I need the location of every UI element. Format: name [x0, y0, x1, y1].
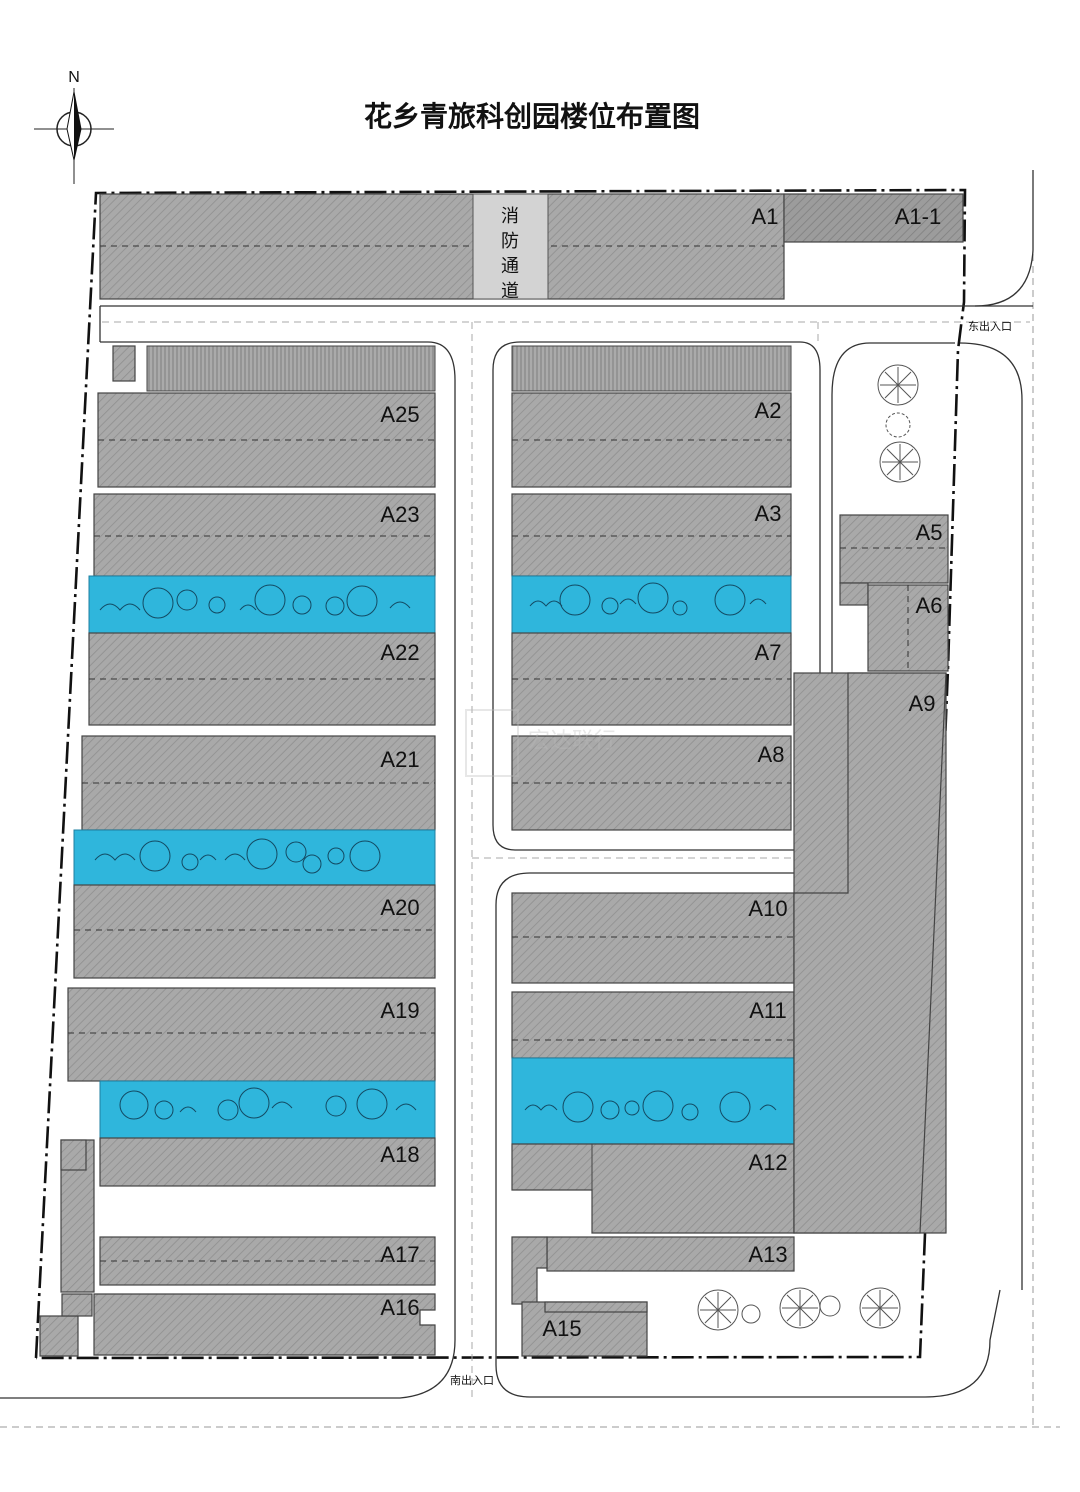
annex-a15-top [544, 1301, 648, 1313]
label-a15: A15 [542, 1316, 581, 1341]
building-a7[interactable] [511, 632, 792, 726]
annex-striped-top-left [146, 345, 436, 392]
label-a10: A10 [748, 896, 787, 921]
label-a7: A7 [755, 640, 782, 665]
label-a5: A5 [916, 520, 943, 545]
fire-lane [472, 193, 549, 300]
label-a13: A13 [748, 1242, 787, 1267]
building-a23[interactable] [93, 493, 436, 577]
fire-lane-char-3: 通 [501, 256, 519, 277]
label-a18: A18 [380, 1142, 419, 1167]
canal-left-1 [88, 575, 436, 634]
annex-bottom-left [39, 1315, 79, 1357]
plant-row-left-2 [94, 838, 381, 874]
label-a17: A17 [380, 1242, 419, 1267]
annex-left-tall-top [60, 1139, 87, 1171]
map-title: 花乡青旅科创园楼位布置图 [364, 100, 700, 133]
label-a23: A23 [380, 502, 419, 527]
label-a12: A12 [748, 1150, 787, 1175]
building-a5[interactable] [839, 514, 949, 584]
label-a2: A2 [755, 398, 782, 423]
canal-middle-1 [511, 575, 792, 634]
north-arrow-icon [34, 88, 114, 184]
building-a9-upper [793, 672, 947, 1234]
plant-row-middle-1 [529, 582, 767, 616]
watermark: 宏达联行 [465, 709, 616, 777]
canal-left-2 [73, 829, 436, 886]
watermark-text: 宏达联行 [528, 729, 616, 754]
building-a16[interactable] [93, 1293, 436, 1356]
canal-middle-2 [511, 1057, 795, 1145]
east-entrance-label: 东出入口 [968, 319, 1012, 333]
building-a3[interactable] [511, 493, 792, 577]
label-a6: A6 [916, 593, 943, 618]
label-a22: A22 [380, 640, 419, 665]
building-a10[interactable] [511, 892, 795, 984]
label-a25: A25 [380, 402, 419, 427]
label-a19: A19 [380, 998, 419, 1023]
fire-lane-char-2: 防 [501, 231, 519, 252]
building-a11[interactable] [511, 991, 795, 1059]
site-boundary [34, 188, 967, 1360]
building-a20[interactable] [73, 884, 436, 979]
tree-icon [697, 364, 921, 1331]
label-a11: A11 [749, 998, 787, 1023]
annex-bottom-left-2 [61, 1293, 93, 1317]
building-a13-annex [511, 1236, 548, 1305]
annex-striped-top-middle [511, 345, 792, 392]
fire-lane-char-4: 道 [501, 281, 519, 302]
label-a3: A3 [755, 501, 782, 526]
roads [0, 170, 1034, 1399]
fire-lane-char-1: 消 [501, 206, 519, 227]
annex-small-left [112, 345, 136, 382]
annex-a5-lower [839, 582, 869, 606]
building-a18[interactable] [99, 1137, 436, 1187]
building-a2[interactable] [511, 392, 792, 488]
building-a1-1[interactable] [783, 193, 964, 243]
label-a16: A16 [380, 1295, 419, 1320]
label-a1-1: A1-1 [895, 204, 941, 229]
north-label: N [68, 69, 80, 86]
plant-row-middle-2 [524, 1090, 777, 1123]
plant-row-left-3 [119, 1087, 417, 1121]
label-a8: A8 [758, 742, 785, 767]
plant-row-left-1 [99, 584, 411, 619]
label-a20: A20 [380, 895, 419, 920]
label-a1: A1 [752, 204, 779, 229]
label-a9: A9 [909, 691, 936, 716]
building-a13[interactable] [546, 1236, 795, 1272]
label-a21: A21 [380, 747, 419, 772]
south-entrance-label: 南出入口 [450, 1373, 494, 1387]
